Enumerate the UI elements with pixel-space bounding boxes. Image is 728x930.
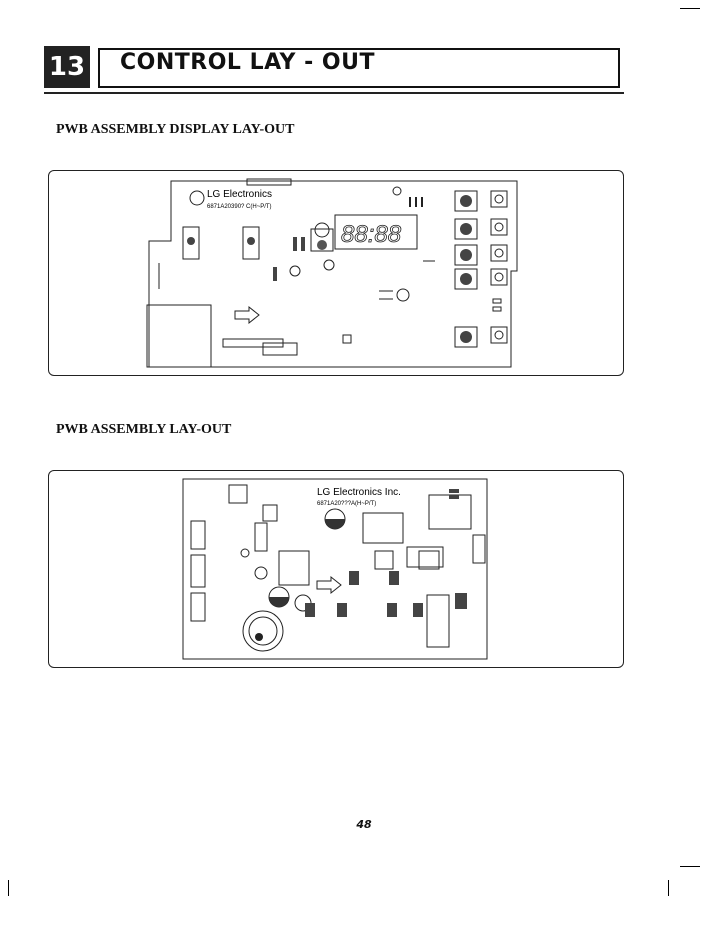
crop-mark — [680, 8, 700, 9]
display-board-part: 6871A20390? C(H~P/T) — [207, 204, 272, 210]
crop-mark — [8, 880, 9, 896]
header-rule — [44, 92, 624, 94]
main-layout-heading: PWB ASSEMBLY LAY-OUT — [56, 422, 232, 437]
section-number: 13 — [44, 46, 90, 88]
display-board-diagram: LG Electronics 6871A20390? C(H~P/T) 88:8… — [146, 178, 518, 368]
section-title: CONTROL LAY - OUT — [120, 50, 375, 75]
button-column — [454, 190, 508, 348]
crop-mark — [668, 880, 669, 896]
main-board-part: 6871A20???A(H~P/T) — [317, 501, 376, 507]
main-board-brand: LG Electronics Inc. — [317, 487, 401, 498]
page-number: 48 — [356, 818, 372, 831]
display-layout-heading: PWB ASSEMBLY DISPLAY LAY-OUT — [56, 122, 295, 137]
main-layout-panel: LG Electronics Inc. 6871A20???A(H~P/T) — [48, 470, 624, 668]
display-layout-panel: LG Electronics 6871A20390? C(H~P/T) 88:8… — [48, 170, 624, 376]
section-title-box — [98, 48, 620, 88]
main-board-diagram: LG Electronics Inc. 6871A20???A(H~P/T) — [182, 478, 488, 660]
crop-mark — [680, 866, 700, 867]
display-digits: 88:88 — [341, 221, 402, 248]
display-board-brand: LG Electronics — [207, 189, 272, 200]
